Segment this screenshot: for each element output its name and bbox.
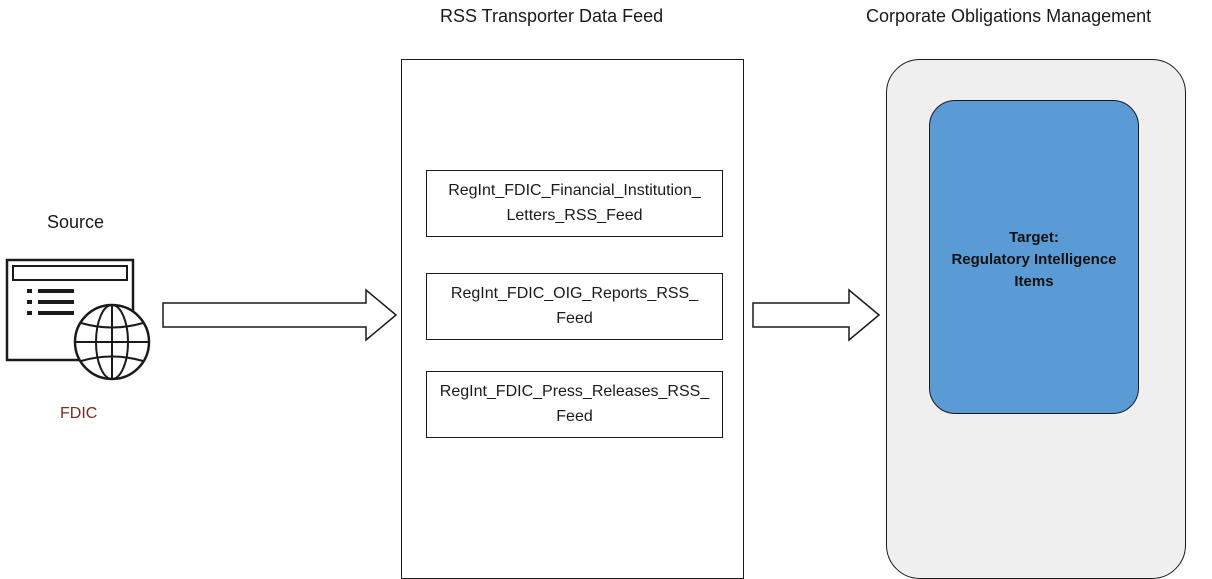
source-title: Source <box>47 212 105 232</box>
feed-label: Feed <box>556 309 593 327</box>
com-title: Corporate Obligations Management <box>866 6 1152 26</box>
feed-item-financial-institution-letters: RegInt_FDIC_Financial_Institution_ Lette… <box>426 170 723 237</box>
flow-arrow-icon <box>162 288 398 342</box>
feed-label: RegInt_FDIC_Financial_Institution_ <box>448 181 701 199</box>
web-page-globe-icon <box>5 258 151 381</box>
target-label: Target: <box>1009 229 1059 246</box>
target-label: Regulatory Intelligence <box>951 250 1117 268</box>
target-label: Items <box>1014 272 1054 290</box>
target-text: Target: Regulatory Intelligence Items <box>951 227 1116 292</box>
flow-arrow-icon <box>752 288 881 342</box>
source-label: FDIC <box>60 405 98 422</box>
feed-label: RegInt_FDIC_OIG_Reports_RSS_ <box>450 284 699 302</box>
feed-label: RegInt_FDIC_Press_Releases_RSS_ <box>439 382 710 400</box>
feed-item-oig-reports: RegInt_FDIC_OIG_Reports_RSS_ Feed <box>426 273 723 340</box>
transporter-title: RSS Transporter Data Feed <box>440 6 664 26</box>
feed-label: Letters_RSS_Feed <box>506 206 643 224</box>
target-box: Target: Regulatory Intelligence Items <box>929 100 1139 414</box>
feed-item-press-releases: RegInt_FDIC_Press_Releases_RSS_ Feed <box>426 371 723 438</box>
feed-label: Feed <box>556 407 593 425</box>
